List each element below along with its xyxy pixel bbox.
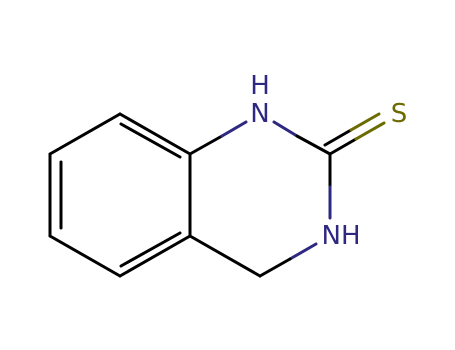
bond-n1-c2-nitrogen-half bbox=[272, 120, 299, 138]
bond-n3-c4-carbon-half bbox=[258, 257, 292, 278]
nitrogen-1-hydrogen-label: H bbox=[250, 71, 270, 101]
bond-c8a-c8 bbox=[118, 112, 192, 156]
bond-c5-c4a bbox=[118, 234, 192, 278]
bond-c8a-n1-nitrogen-half bbox=[220, 120, 248, 138]
nitrogen-3-label: NH bbox=[322, 221, 361, 251]
sulfur-label: S bbox=[391, 99, 408, 129]
bond-c8-c7 bbox=[48, 112, 122, 156]
bond-n1-c2-carbon-half bbox=[295, 134, 332, 156]
aromatic-inner-c8a-c8 bbox=[119, 122, 182, 159]
bond-c2-s-outer-sulfur-half bbox=[354, 121, 386, 141]
bond-c2-s-inner-sulfur-half bbox=[349, 112, 381, 132]
bond-c6-c5 bbox=[48, 234, 122, 278]
aromatic-inner-c5-c4a bbox=[119, 231, 182, 268]
bond-c4-c4a bbox=[188, 234, 262, 278]
bond-n3-c4-nitrogen-half bbox=[288, 242, 318, 261]
thione-double-bond bbox=[323, 112, 386, 156]
bond-c2-s-inner-carbon-half bbox=[323, 128, 353, 147]
nitrogen-1-label: N bbox=[250, 99, 269, 129]
bond-c8a-n1-carbon-half bbox=[188, 134, 224, 156]
benzene-ring bbox=[48, 112, 192, 278]
heterocycle-ring bbox=[188, 120, 332, 278]
bond-c2-s-outer-carbon-half bbox=[328, 137, 358, 156]
